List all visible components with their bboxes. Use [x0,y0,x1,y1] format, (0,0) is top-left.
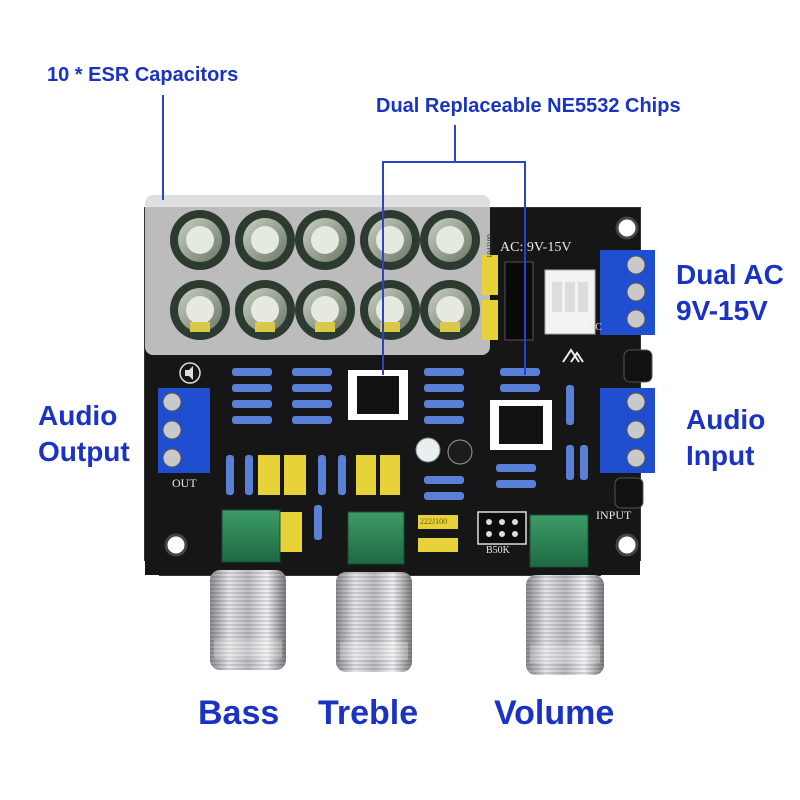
treble-knob[interactable] [336,572,412,672]
capacitor [360,210,420,270]
capacitor [170,210,230,270]
volume-label: Volume [494,694,615,732]
bass-knob[interactable] [210,570,286,670]
capacitor [235,280,295,340]
capacitors-label: 10 * ESR Capacitors [47,64,239,86]
capacitor [420,280,480,340]
dual-ac-line2: 9V-15V [676,295,768,326]
volume-potentiometer-body [529,514,589,568]
audio-output-line2: Output [38,436,130,467]
small-capacitor [415,437,441,463]
audio-input-label: Audio Input [686,402,765,474]
volume-knob[interactable] [526,575,604,675]
speaker-icon [179,362,201,384]
dual-ac-line1: Dual AC [676,259,784,290]
small-capacitor [447,439,473,465]
film-capacitor [482,300,498,340]
pcb-ac-rating: AC: 9V-15V [500,240,572,255]
capacitor [295,280,355,340]
ac-jst-connector [544,269,596,335]
pcb-ac-side: AC [588,322,602,333]
film-cap-marking: 222J100 [420,517,448,526]
resistor-array-vertical [226,385,588,540]
chips-label: Dual Replaceable NE5532 Chips [376,95,681,117]
small-capacitor [614,477,644,509]
small-capacitor [623,349,653,383]
capacitor [420,210,480,270]
pcb-out-label: OUT [172,476,197,490]
pcb-b50k-label: B50K [486,545,510,556]
output-terminal-block [158,388,210,473]
capacitor [170,280,230,340]
b50k-socket [477,511,527,545]
treble-label: Treble [318,694,419,732]
capacitor [295,210,355,270]
audio-input-line1: Audio [686,404,766,435]
audio-output-label: Audio Output [38,398,130,470]
pcb-logo-icon [562,348,584,363]
ne5532-chip-left [348,370,408,420]
input-terminal-block [600,388,655,473]
treble-potentiometer-body [347,511,405,565]
callout-lines [162,95,526,375]
pcb-input-label: INPUT [596,508,632,522]
ne5532-chip-right [490,400,552,450]
audio-input-line2: Input [686,440,755,471]
film-capacitor-row [258,455,458,552]
dual-ac-label: Dual AC 9V-15V [676,257,784,329]
capacitor [360,280,420,340]
audio-output-line1: Audio [38,400,118,431]
esr-capacitor-grid [170,210,480,340]
bass-label: Bass [198,694,280,732]
resistor-array-left [232,368,540,500]
film-capacitor [482,255,498,295]
bass-potentiometer-body [221,509,281,563]
capacitor [235,210,295,270]
rectifier-block [504,261,534,341]
ac-terminal-block [600,250,655,335]
film-cap-marking: 104J100 [486,234,494,258]
